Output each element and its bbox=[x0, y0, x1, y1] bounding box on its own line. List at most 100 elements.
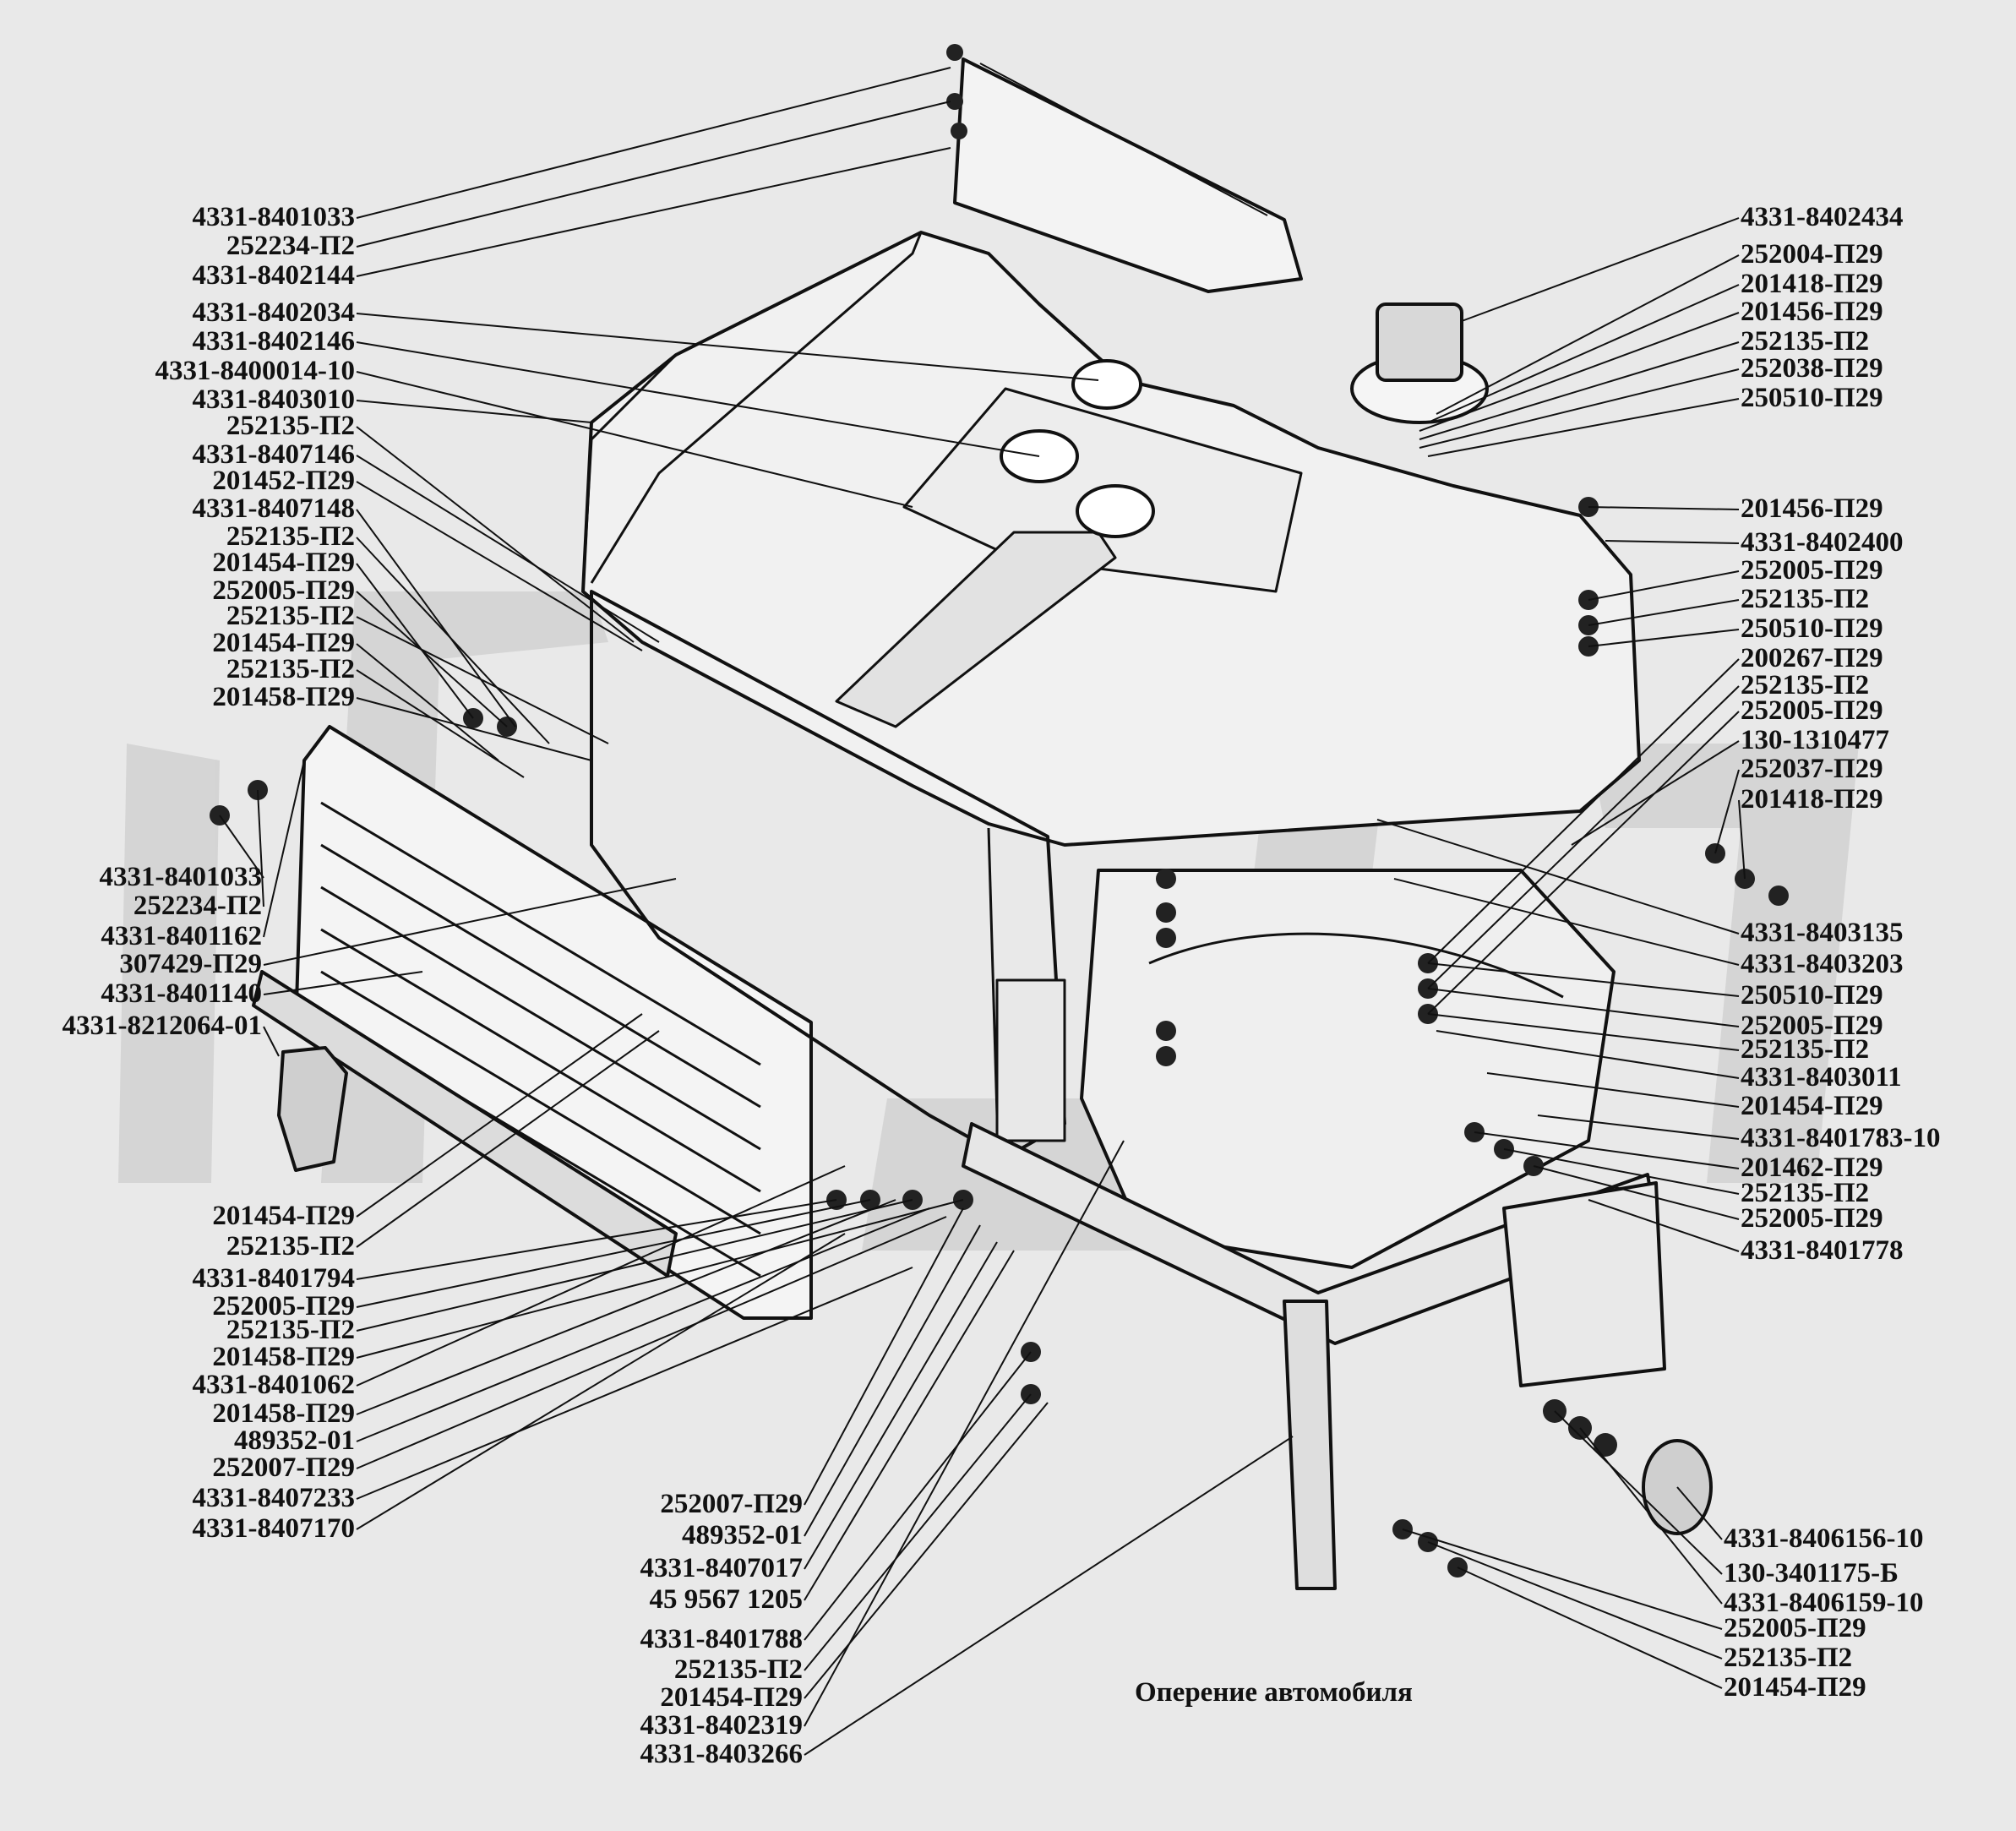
leader-line bbox=[1427, 962, 1740, 997]
leader-line bbox=[356, 1233, 846, 1530]
leader-line bbox=[263, 1026, 280, 1057]
leader-line bbox=[804, 1250, 1015, 1601]
part-label: 252135-П2 bbox=[1741, 584, 1870, 614]
hood-panel bbox=[953, 57, 1303, 293]
leader-line bbox=[356, 1199, 896, 1415]
part-label: 4331-8212064-01 bbox=[62, 1011, 262, 1041]
leader-line bbox=[356, 1165, 846, 1387]
part-label: 4331-8406159-10 bbox=[1724, 1588, 1924, 1618]
leader-line bbox=[356, 643, 499, 761]
part-label: 201456-П29 bbox=[1741, 297, 1883, 327]
part-label: 4331-8402034 bbox=[192, 297, 356, 328]
part-label: 252005-П29 bbox=[1724, 1613, 1866, 1643]
part-label: 200267-П29 bbox=[1741, 643, 1883, 673]
leader-line bbox=[1579, 1427, 1723, 1605]
part-label: 201418-П29 bbox=[1741, 269, 1883, 299]
leader-line bbox=[1427, 284, 1740, 423]
part-label: 4331-8406156-10 bbox=[1724, 1523, 1924, 1554]
leader-line bbox=[1427, 1013, 1740, 1051]
leader-line bbox=[356, 455, 660, 643]
leader-line bbox=[263, 971, 423, 995]
leader-line bbox=[356, 1199, 871, 1308]
part-label: 45 9567 1205 bbox=[649, 1584, 804, 1615]
part-label: 252005-П29 bbox=[1741, 695, 1883, 726]
support-post bbox=[1283, 1300, 1337, 1590]
roof-vent-2 bbox=[1076, 484, 1155, 538]
part-label: 4331-8401062 bbox=[192, 1370, 356, 1400]
part-label: 4331-8401783-10 bbox=[1741, 1123, 1941, 1153]
part-label: 4331-8401794 bbox=[192, 1263, 356, 1294]
part-label: 252135-П2 bbox=[226, 411, 355, 441]
leader-line bbox=[1486, 1072, 1740, 1108]
leader-line bbox=[356, 481, 643, 651]
leader-line bbox=[356, 1207, 930, 1442]
part-label: 252234-П2 bbox=[226, 231, 355, 261]
roof-plug bbox=[1071, 359, 1142, 410]
leader-line bbox=[356, 371, 913, 508]
leader-line bbox=[1588, 1199, 1740, 1252]
leader-line bbox=[1503, 1148, 1740, 1195]
bumper bbox=[252, 970, 678, 1278]
part-label: 201456-П29 bbox=[1741, 493, 1883, 524]
part-label: 252005-П29 bbox=[212, 575, 355, 606]
leader-lines bbox=[219, 67, 1746, 1756]
leader-line bbox=[1588, 629, 1740, 647]
part-label: 4331-8401140 bbox=[101, 978, 262, 1009]
leader-line bbox=[356, 1030, 660, 1248]
part-label: 4331-8401788 bbox=[640, 1624, 804, 1654]
leader-line bbox=[356, 1199, 913, 1332]
leader-line bbox=[1588, 570, 1740, 601]
part-label: 252135-П2 bbox=[226, 1231, 355, 1262]
leader-line bbox=[263, 760, 305, 938]
leader-line bbox=[356, 426, 635, 643]
leader-line bbox=[1436, 1030, 1740, 1079]
part-label: 201454-П29 bbox=[660, 1682, 803, 1713]
part-label: 252135-П2 bbox=[673, 1654, 803, 1685]
radiator-grille bbox=[294, 725, 813, 1320]
diagram-caption: Оперение автомобиля bbox=[1135, 1677, 1413, 1708]
leader-line bbox=[1427, 988, 1740, 1027]
leader-line bbox=[356, 101, 951, 248]
part-label: 252007-П29 bbox=[212, 1452, 355, 1483]
part-label: 252135-П2 bbox=[226, 601, 355, 631]
leader-line bbox=[804, 1351, 1032, 1641]
leader-line bbox=[1714, 769, 1740, 854]
part-label: 252007-П29 bbox=[660, 1489, 803, 1519]
leader-line bbox=[1537, 1114, 1740, 1140]
part-label: 130-1310477 bbox=[1741, 725, 1889, 755]
leader-line bbox=[1393, 878, 1740, 966]
leader-line bbox=[1474, 1131, 1740, 1169]
leader-line bbox=[1419, 341, 1740, 440]
part-label: 252135-П2 bbox=[1741, 1034, 1870, 1065]
leader-line bbox=[356, 341, 1040, 457]
part-label: 4331-8402400 bbox=[1741, 527, 1904, 558]
leader-line bbox=[1419, 368, 1740, 449]
leader-line bbox=[804, 1393, 1032, 1671]
leader-line bbox=[1533, 1165, 1740, 1220]
leader-line bbox=[804, 1140, 1125, 1727]
part-label: 4331-8403135 bbox=[1741, 918, 1904, 948]
part-label: 201462-П29 bbox=[1741, 1153, 1883, 1183]
leader-line bbox=[356, 1199, 837, 1280]
leader-line bbox=[356, 1013, 643, 1218]
leader-line bbox=[1427, 658, 1740, 964]
leader-line bbox=[1588, 599, 1740, 626]
leader-line bbox=[1427, 1541, 1723, 1659]
part-label: 252038-П29 bbox=[1741, 353, 1883, 384]
leader-line bbox=[356, 67, 951, 219]
part-label: 252005-П29 bbox=[1741, 1203, 1883, 1234]
part-label: 4331-8403010 bbox=[192, 384, 356, 415]
part-label: 252037-П29 bbox=[1741, 754, 1883, 784]
leader-line bbox=[1676, 1486, 1723, 1540]
part-label: 201454-П29 bbox=[212, 1201, 355, 1231]
part-label: 4331-8402144 bbox=[192, 260, 356, 291]
part-label: 252005-П29 bbox=[212, 1291, 355, 1321]
leader-line bbox=[356, 313, 1099, 381]
leader-line bbox=[1376, 819, 1740, 935]
line-art bbox=[210, 44, 1789, 1590]
headlight-housing bbox=[995, 978, 1066, 1142]
part-label: 201418-П29 bbox=[1741, 784, 1883, 815]
part-label: 4331-8407148 bbox=[192, 493, 356, 524]
part-label: 252234-П2 bbox=[133, 891, 262, 921]
